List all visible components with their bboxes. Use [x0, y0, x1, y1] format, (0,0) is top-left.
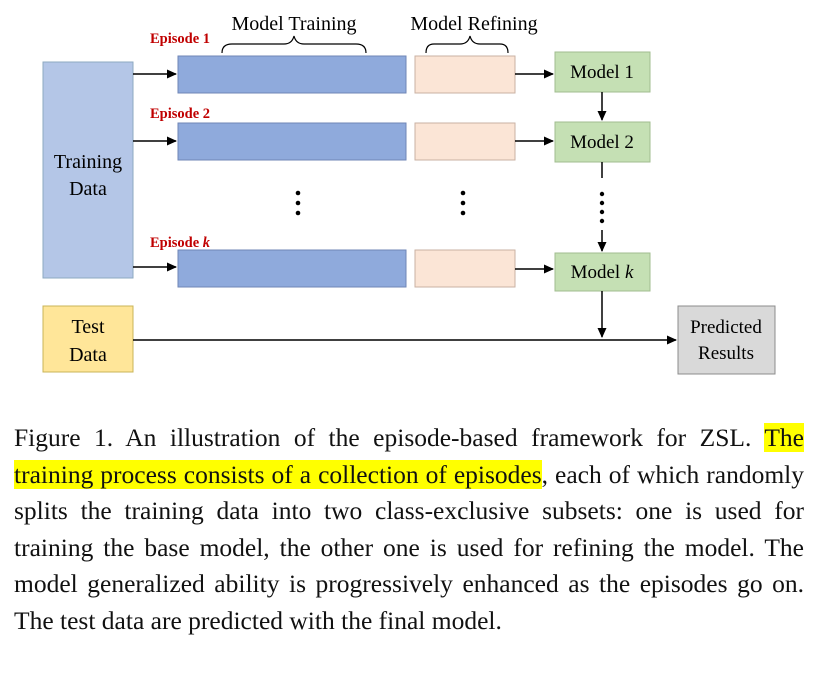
- model-1-box: [554, 51, 651, 93]
- episode-2-training-bar: [177, 122, 407, 161]
- training-data-box: [42, 61, 134, 279]
- model-refining-header: Model Refining: [410, 13, 537, 35]
- predicted-results-label-line2: Results: [698, 343, 754, 364]
- episode-k-training-bar: [177, 249, 407, 288]
- episode-1-label: Episode 1: [150, 31, 210, 47]
- episode-k-label: Episode k: [150, 235, 211, 251]
- predicted-results-label-line1: Predicted: [690, 317, 762, 338]
- caption-rest: , each of which randomly splits the trai…: [14, 459, 804, 635]
- episode-1-training-bar: [177, 55, 407, 94]
- episode-2-label: Episode 2: [150, 106, 210, 122]
- caption-prefix: Figure 1. An illustration of the episode…: [14, 423, 765, 452]
- training-data-label-line2: Data: [69, 178, 107, 200]
- refining-brace: [425, 35, 509, 54]
- test-data-box: [42, 305, 134, 373]
- model-1-label: Model 1: [570, 62, 634, 83]
- figure-caption: Figure 1. An illustration of the episode…: [14, 420, 804, 640]
- episode-k-refining-bar: [414, 249, 516, 288]
- predicted-results-box: [677, 305, 776, 375]
- refining-ellipsis: [460, 190, 466, 216]
- model-k-label: Model k: [571, 262, 634, 283]
- model-chain-ellipsis: [599, 191, 605, 224]
- episode-2-refining-bar: [414, 122, 516, 161]
- model-2-label: Model 2: [570, 132, 634, 153]
- test-data-label-line1: Test: [71, 316, 104, 338]
- model-2-box: [554, 121, 651, 163]
- model-training-header: Model Training: [231, 13, 356, 35]
- episode-framework-diagram: Training Data Test Data Model Training M…: [42, 13, 776, 375]
- test-data-label-line2: Data: [69, 344, 107, 366]
- episode-1-refining-bar: [414, 55, 516, 94]
- training-ellipsis: [295, 190, 301, 216]
- training-brace: [221, 35, 367, 54]
- training-data-label-line1: Training: [54, 151, 122, 173]
